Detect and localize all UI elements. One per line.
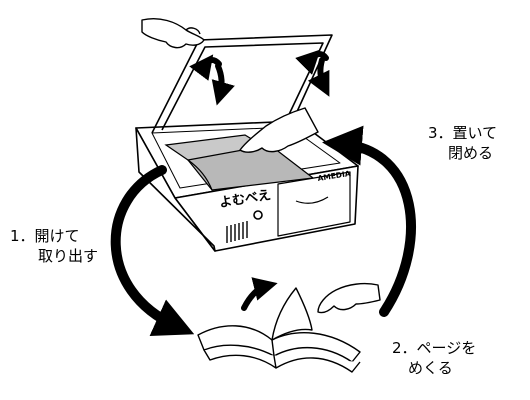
hand-on-document [239, 107, 319, 153]
open-book [197, 287, 361, 373]
hand-holding-lid [141, 18, 205, 49]
scanner-side-face [135, 127, 216, 252]
vent-grille [226, 221, 248, 243]
lid-open-arrow [189, 54, 235, 106]
scanner-front-slot [277, 171, 351, 237]
arrow-step1 [110, 165, 195, 337]
step2-line1: 2．ページを [392, 339, 477, 357]
step1-line2: 取り出す [38, 247, 99, 265]
hand-turning-page [317, 282, 381, 314]
step2-line2: めくる [408, 359, 453, 377]
arrow-step2 [241, 277, 278, 311]
step3-line2: 閉める [448, 144, 494, 162]
arrow-step3 [322, 125, 416, 317]
step1-line1: 1．開けて [10, 227, 80, 245]
lid-close-arrow [295, 49, 330, 97]
step3-line1: 3．置いて [428, 124, 498, 142]
step2-caption: 2．ページを めくる [392, 338, 476, 378]
power-button [253, 210, 263, 220]
step1-caption: 1．開けて 取り出す [10, 226, 98, 266]
step3-caption: 3．置いて 閉める [428, 123, 497, 163]
